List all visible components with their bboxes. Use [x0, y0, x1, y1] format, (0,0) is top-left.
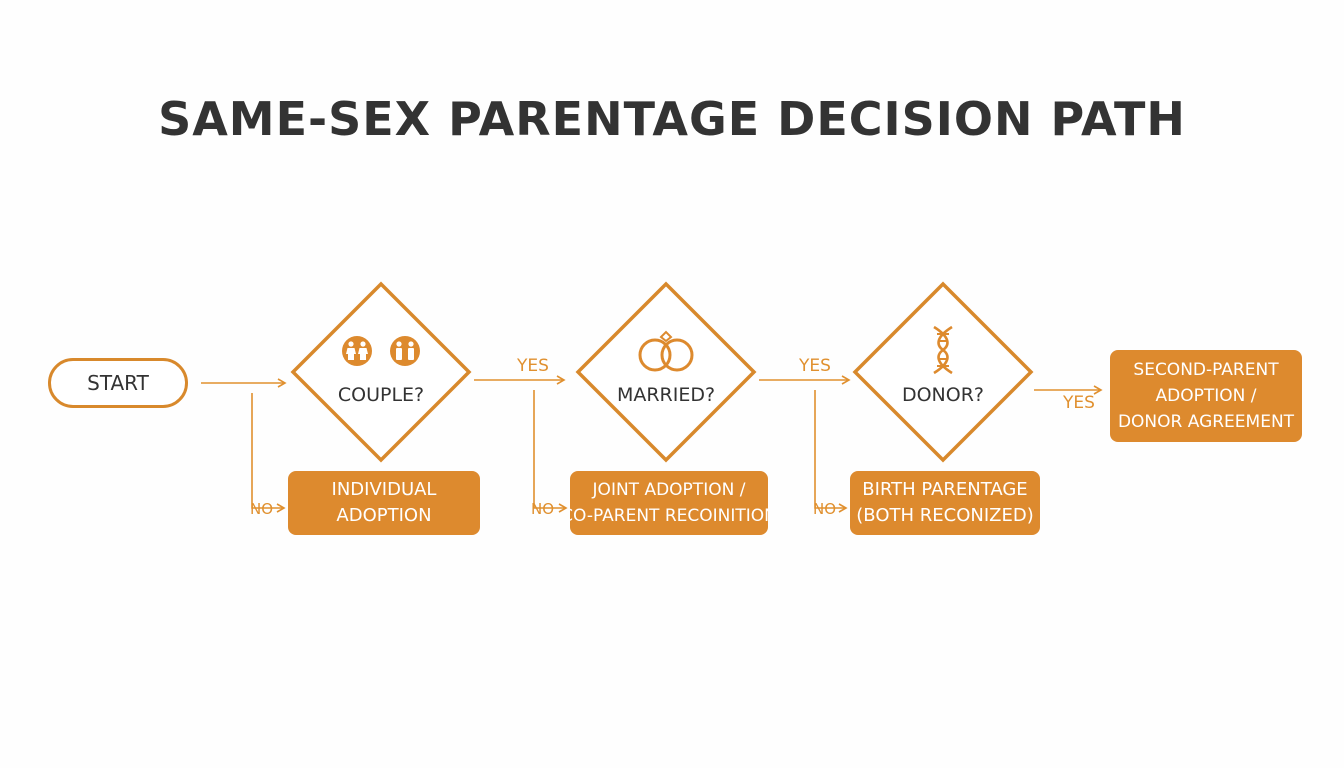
- page-title: SAME-SEX PARENTAGE DECISION PATH: [158, 92, 1186, 146]
- couple-icon: [342, 336, 420, 366]
- edge-label-yes-married: YES: [799, 356, 831, 376]
- edge-label-yes-couple: YES: [517, 356, 549, 376]
- arrow-donor-no: [814, 390, 848, 513]
- dna-icon: [933, 325, 953, 375]
- outcome-text-line: JOINT ADOPTION /: [592, 480, 746, 500]
- arrow-couple-no: [251, 393, 286, 513]
- outcome-individual-adoption: INDIVIDUAL ADOPTION: [288, 471, 480, 535]
- outcome-text-line: ADOPTION /: [1155, 386, 1257, 406]
- outcome-text-line: (BOTH RECONIZED): [856, 505, 1034, 526]
- decision-diamond-donor: [852, 281, 1034, 463]
- outcome-text-line: ADOPTION: [336, 505, 432, 526]
- decision-label-couple: COUPLE?: [337, 384, 425, 406]
- decision-label-donor: DONOR?: [901, 384, 985, 406]
- outcome-text-line: DONOR AGREEMENT: [1117, 412, 1295, 432]
- outcome-birth-parentage: BIRTH PARENTAGE (BOTH RECONIZED): [850, 471, 1040, 535]
- outcome-text-line: INDIVIDUAL: [331, 479, 437, 500]
- outcome-text-line: CO-PARENT RECOINITION: [570, 506, 768, 526]
- outcome-joint-adoption: JOINT ADOPTION / CO-PARENT RECOINITION: [570, 471, 768, 535]
- rings-icon: [638, 330, 694, 372]
- edge-label-no-couple: NO: [250, 500, 274, 518]
- decision-diamond-married: [575, 281, 757, 463]
- outcome-text-line: SECOND-PARENT: [1133, 360, 1279, 380]
- decision-diamond-couple: [290, 281, 472, 463]
- edge-label-yes-donor: YES: [1063, 393, 1095, 413]
- edge-label-no-donor: NO: [813, 500, 837, 518]
- outcome-second-parent-adoption: SECOND-PARENT ADOPTION / DONOR AGREEMENT: [1110, 350, 1302, 442]
- start-node: START: [48, 358, 188, 408]
- arrow-married-no: [533, 390, 568, 513]
- outcome-text-line: BIRTH PARENTAGE: [862, 479, 1028, 500]
- edge-label-no-married: NO: [531, 500, 555, 518]
- decision-label-married: MARRIED?: [616, 384, 716, 406]
